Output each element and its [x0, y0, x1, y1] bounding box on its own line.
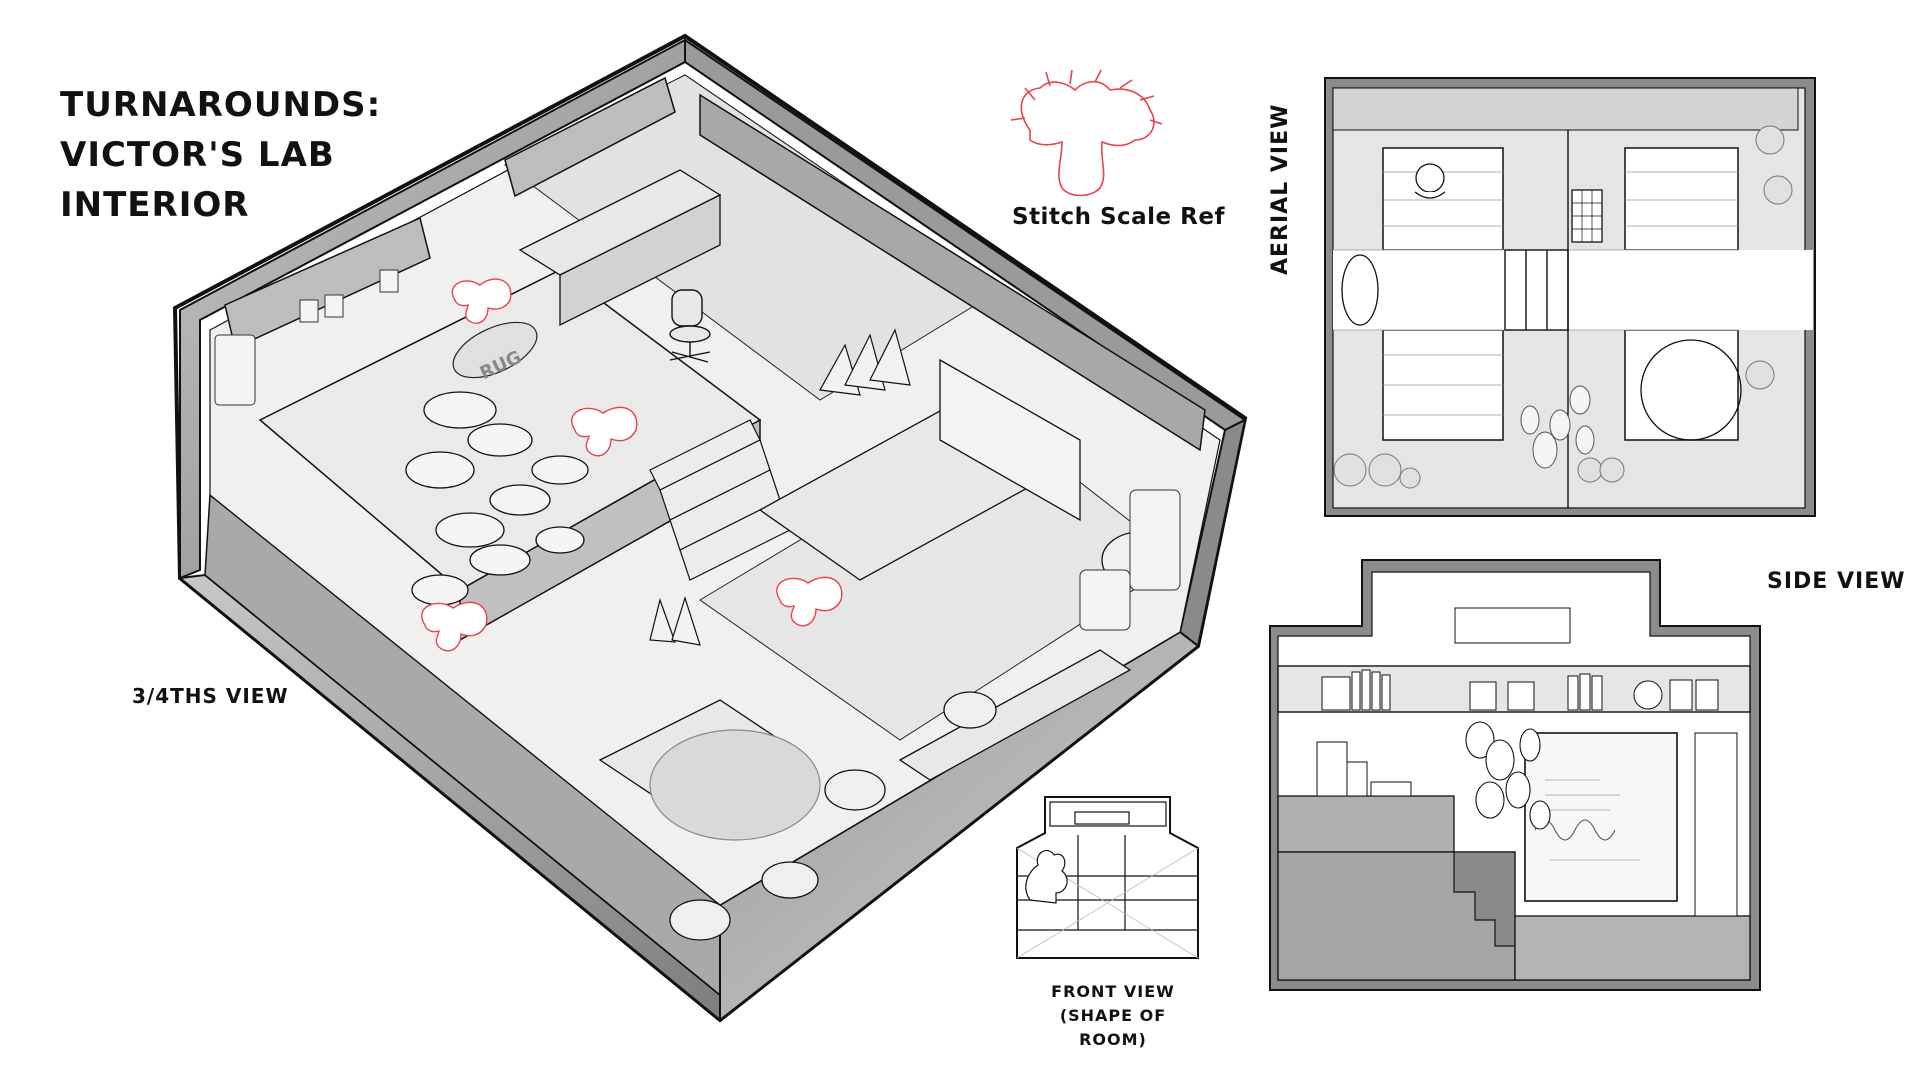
title-line-3: INTERIOR [60, 185, 250, 225]
aerial-view-label: AERIAL VIEW [1268, 103, 1293, 275]
three-quarter-view-label: 3/4THS VIEW [132, 684, 289, 708]
stitch-scale-ref-label: Stitch Scale Ref [1012, 204, 1225, 230]
rug-label: RUG [477, 347, 525, 384]
sheet-title: TURNAROUNDS: VICTOR'S LAB INTERIOR [60, 80, 381, 230]
front-view-label-line1: FRONT VIEW [1051, 982, 1175, 1001]
side-view-label: SIDE VIEW [1767, 569, 1906, 594]
front-view-label: FRONT VIEW (SHAPE OF ROOM) [1036, 980, 1190, 1052]
title-line-2: VICTOR'S LAB [60, 135, 335, 175]
title-line-1: TURNAROUNDS: [60, 85, 382, 125]
front-view-label-line2: (SHAPE OF ROOM) [1059, 1006, 1167, 1049]
